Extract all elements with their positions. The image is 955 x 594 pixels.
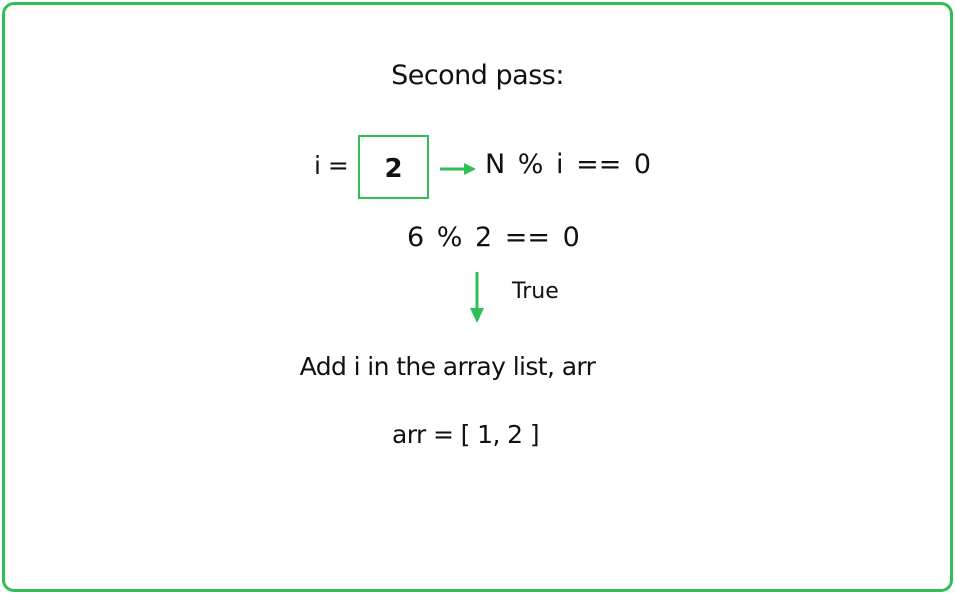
i-value: 2 (384, 154, 403, 184)
assignment-label: i = (314, 151, 349, 180)
result-label: True (512, 279, 559, 304)
condition-expression: N % i == 0 (485, 149, 652, 180)
array-state: arr = [ 1, 2 ] (392, 420, 540, 449)
action-text: Add i in the array list, arr (299, 352, 596, 381)
right-arrow-icon (440, 163, 476, 175)
evaluation-expression: 6 % 2 == 0 (407, 222, 580, 253)
i-value-box: 2 (358, 135, 429, 199)
pass-title: Second pass: (391, 60, 564, 91)
down-arrow-icon (470, 272, 484, 323)
